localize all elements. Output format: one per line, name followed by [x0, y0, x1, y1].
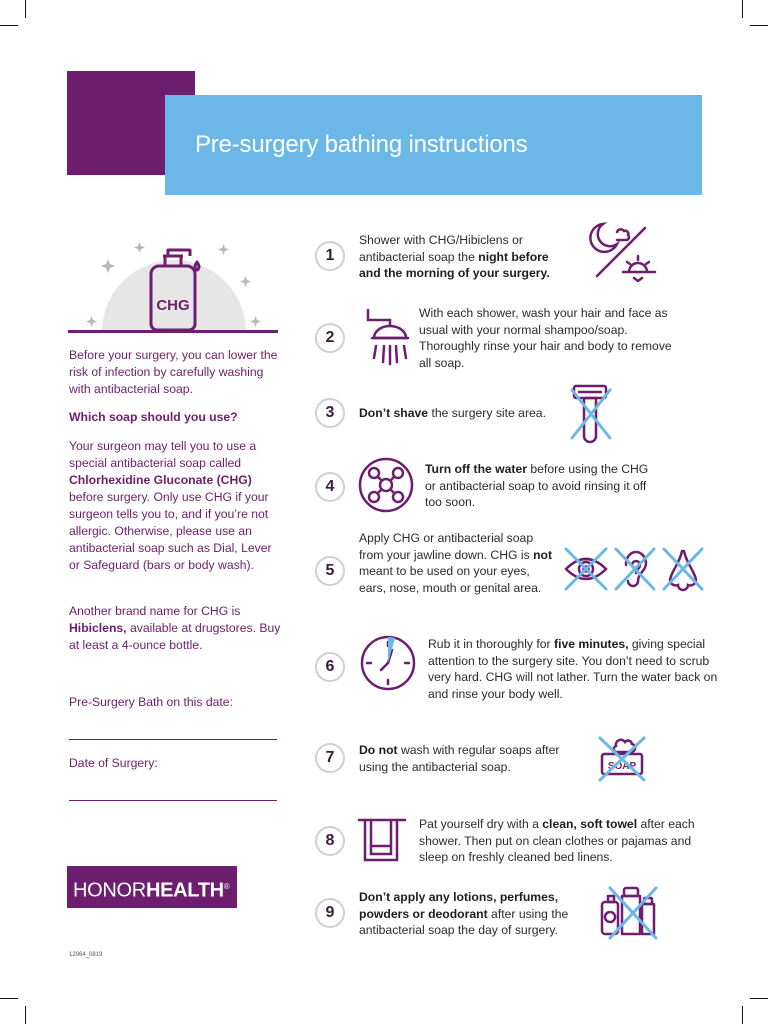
- no-soap-icon: SOAP: [598, 736, 646, 782]
- crop-mark: [25, 1006, 26, 1024]
- step-number-3: 3: [315, 398, 345, 428]
- no-nose-icon: [662, 547, 704, 592]
- step-number-1: 1: [315, 241, 345, 271]
- no-ear-icon: [614, 547, 656, 591]
- step-number-6: 6: [315, 652, 345, 682]
- moon-sun-icon: [589, 222, 657, 282]
- crop-mark: [742, 1006, 743, 1024]
- crop-mark: [750, 25, 768, 26]
- faucet-handle-icon: [358, 457, 414, 513]
- intro-text: Before your surgery, you can lower the r…: [69, 348, 278, 396]
- page-title: Pre-surgery bathing instructions: [195, 131, 528, 158]
- step-5-text: Apply CHG or antibacterial soap from you…: [359, 531, 553, 595]
- step-9-text: Don’t apply any lotions, perfumes, powde…: [359, 890, 569, 938]
- step-8-text: Pat yourself dry with a clean, soft towe…: [419, 817, 695, 865]
- surgery-date-line[interactable]: [69, 800, 277, 801]
- step-6-text: Rub it in thoroughly for five minutes, g…: [428, 637, 718, 701]
- soap-bar-label: SOAP: [608, 761, 637, 772]
- step-2-text: With each shower, wash your hair and fac…: [419, 306, 672, 370]
- divider: [68, 330, 278, 333]
- towel-icon: [357, 818, 407, 862]
- step-number-9: 9: [315, 898, 345, 928]
- crop-mark: [742, 0, 743, 18]
- crop-mark: [750, 998, 768, 999]
- document-code: 12964_0819: [69, 952, 103, 958]
- step-number-4: 4: [315, 472, 345, 502]
- stopwatch-icon: [360, 635, 416, 691]
- chg-label: CHG: [156, 297, 189, 314]
- crop-mark: [0, 998, 18, 999]
- step-number-7: 7: [315, 743, 345, 773]
- step-7-text: Do not wash with regular soaps after usi…: [359, 743, 560, 774]
- crop-mark: [0, 25, 18, 26]
- bath-date-label: Pre-Surgery Bath on this date:: [69, 695, 233, 709]
- bath-date-line[interactable]: [69, 739, 277, 740]
- no-razor-icon: [570, 384, 612, 444]
- soap-question-heading: Which soap should you use?: [69, 410, 238, 424]
- step-number-8: 8: [315, 826, 345, 856]
- title-banner: [165, 95, 702, 195]
- step-number-2: 2: [315, 323, 345, 353]
- honorhealth-logo: HONORHEALTH®: [67, 866, 237, 908]
- chg-bottle-illustration: CHG: [86, 242, 261, 332]
- hibiclens-text: Another brand name for CHG is Hibiclens,…: [69, 604, 281, 652]
- soap-answer-text: Your surgeon may tell you to use a speci…: [69, 439, 272, 572]
- shower-head-icon: [366, 308, 410, 366]
- step-number-5: 5: [315, 556, 345, 586]
- crop-mark: [25, 0, 26, 18]
- no-lotion-icon: [600, 886, 658, 940]
- step-4-text: Turn off the water before using the CHG …: [425, 462, 649, 510]
- step-1-text: Shower with CHG/Hibiclens or antibacteri…: [359, 233, 550, 281]
- step-3-text: Don’t shave the surgery site area.: [359, 406, 546, 420]
- no-eye-icon: [564, 547, 608, 591]
- surgery-date-label: Date of Surgery:: [69, 756, 158, 770]
